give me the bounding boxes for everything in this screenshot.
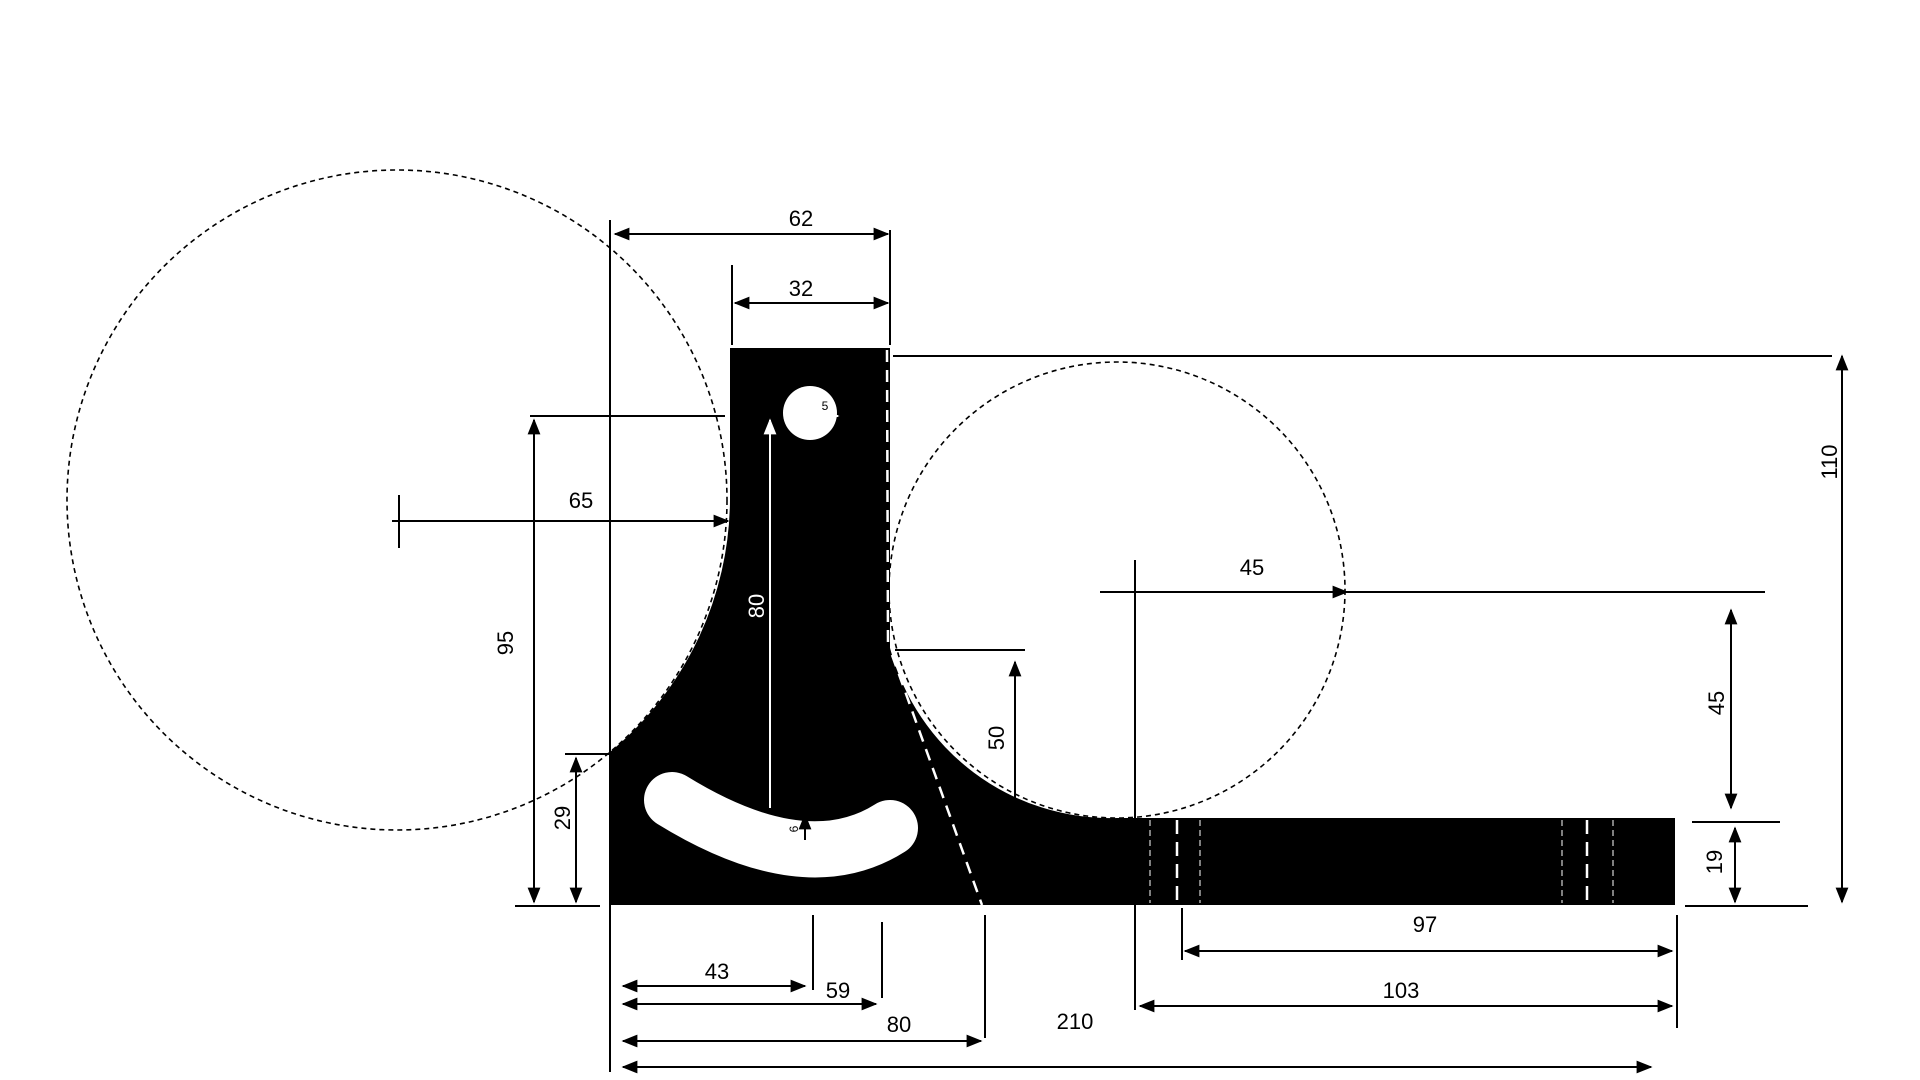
- dimension-lines: [392, 227, 1849, 1074]
- internal-dimension-lines: [763, 409, 840, 808]
- dim-label-62: 62: [789, 206, 813, 231]
- dim-label-5: 5: [822, 399, 829, 413]
- dim-label-65: 65: [569, 488, 593, 513]
- dim-label-6: 6: [787, 825, 801, 832]
- dim-label-59: 59: [826, 978, 850, 1003]
- dim-label-32: 32: [789, 276, 813, 301]
- dim-label-110: 110: [1817, 444, 1842, 479]
- dim-label-80: 80: [887, 1012, 911, 1037]
- dim-label-210: 210: [1057, 1009, 1094, 1034]
- dim-label-103: 103: [1383, 978, 1420, 1003]
- mounting-hole: [783, 386, 837, 440]
- curved-slot: [644, 772, 918, 878]
- dim-label-43: 43: [705, 959, 729, 984]
- dim-label-45-height: 45: [1704, 691, 1729, 715]
- dim-label-80-vertical: 80: [744, 594, 769, 618]
- dim-label-29: 29: [550, 806, 575, 830]
- extension-lines: [398, 220, 1832, 1072]
- cut-line-vertical: [885, 349, 890, 651]
- cut-line-diagonal: [890, 654, 984, 906]
- dim-label-95: 95: [493, 631, 518, 655]
- dim-label-45-radius: 45: [1240, 555, 1264, 580]
- dim-label-19: 19: [1702, 850, 1727, 874]
- bracket-part: [610, 348, 1675, 905]
- dim-label-97: 97: [1413, 912, 1437, 937]
- small-construction-circle: [888, 361, 1346, 819]
- dim-label-50: 50: [984, 726, 1009, 750]
- large-construction-circle: [66, 169, 728, 831]
